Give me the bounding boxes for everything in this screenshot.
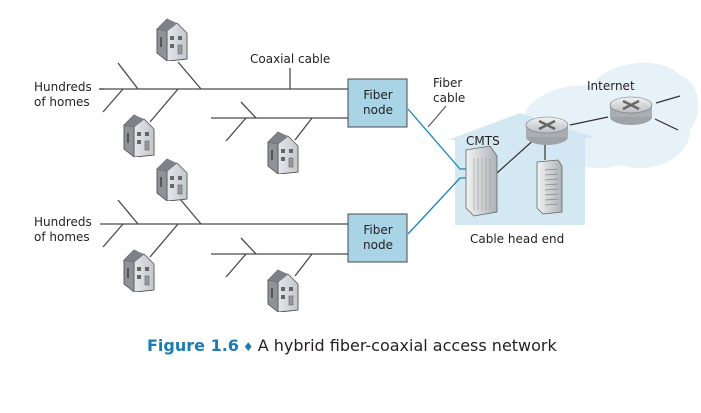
- cable-head-end-label: Cable head end: [470, 232, 565, 246]
- house-icon: [123, 249, 155, 292]
- server-device: [536, 159, 563, 215]
- figure-number: Figure 1.6: [147, 336, 239, 355]
- house-icon: [156, 158, 188, 201]
- router-icon: [609, 96, 653, 125]
- cmts-device: [465, 145, 498, 217]
- fiber-node-top-label: Fiber node: [363, 88, 393, 117]
- hundreds-of-homes-top-label: Hundreds of homes: [34, 80, 92, 109]
- house-icon: [267, 269, 299, 312]
- hundreds-of-homes-bottom-label: Hundreds of homes: [34, 215, 92, 244]
- coaxial-cable-label: Coaxial cable: [250, 52, 331, 66]
- fiber-node-top: [347, 78, 408, 128]
- caption-text: A hybrid fiber-coaxial access network: [257, 336, 557, 355]
- house-icon: [156, 18, 188, 61]
- coax-top: [100, 61, 348, 142]
- figure-caption: Figure 1.6♦A hybrid fiber-coaxial access…: [147, 336, 557, 355]
- internet-label: Internet: [587, 79, 635, 93]
- coax-bottom: [100, 198, 348, 278]
- caption-separator: ♦: [242, 340, 254, 354]
- fiber-node-bottom: [347, 213, 408, 263]
- fiber-cable-label: Fiber cable: [433, 76, 466, 105]
- house-icon: [267, 131, 299, 174]
- router-icon: [525, 116, 569, 145]
- house-icon: [123, 114, 155, 157]
- cmts-label: CMTS: [466, 134, 500, 148]
- fiber-node-bottom-label: Fiber node: [363, 223, 393, 252]
